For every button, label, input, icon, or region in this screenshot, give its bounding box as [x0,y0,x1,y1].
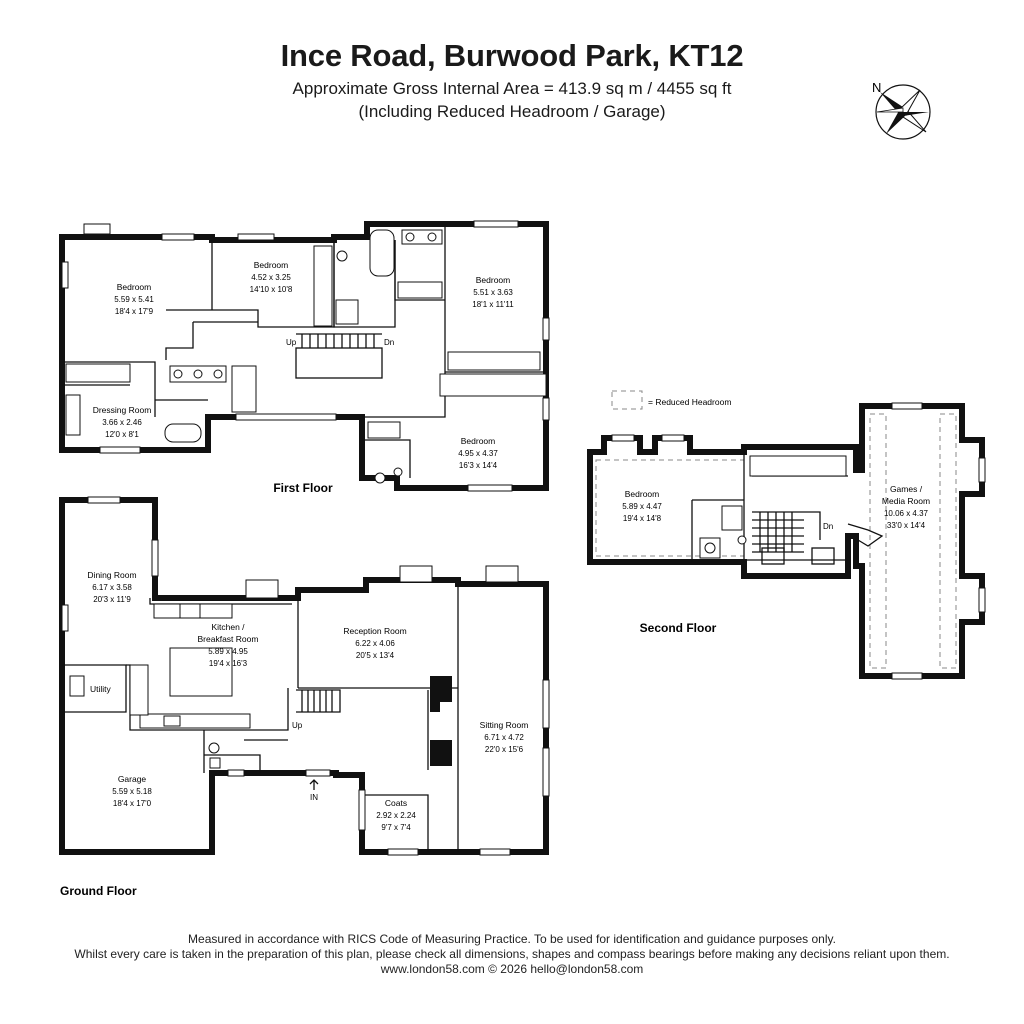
reduced-headroom-swatch [611,390,643,410]
gf-reception-room-metric: 6.22 x 4.06 [355,639,395,648]
gf-reception-room-imperial: 20'5 x 13'4 [356,651,395,660]
first-floor-label: First Floor [273,481,333,495]
gf-utility-name: Utility [90,684,112,694]
gf-reception-room-name: Reception Room [343,626,406,636]
gf-sitting-room-metric: 6.71 x 4.72 [484,733,524,742]
ff-bedroom-3-name: Bedroom [476,275,511,285]
second-floor-plan [587,402,986,680]
ff-stair-up-label: Up [286,338,297,347]
gf-stair-up-label: Up [292,721,303,730]
gf-coats-name: Coats [385,798,407,808]
gf-garage-imperial: 18'4 x 17'0 [113,799,152,808]
gf-coats-imperial: 9'7 x 7'4 [381,823,411,832]
gf-garage-metric: 5.59 x 5.18 [112,787,152,796]
entrance-label: IN [310,793,318,802]
footer-contact: www.london58.com © 2026 hello@london58.c… [380,962,644,976]
sf-games-room-imperial: 33'0 x 14'4 [887,521,926,530]
area-note: (Including Reduced Headroom / Garage) [358,102,666,121]
sf-stair-down-label: Dn [823,522,833,531]
plan-title: Ince Road, Burwood Park, KT12 [280,38,744,73]
ground-floor-label: Ground Floor [60,884,137,898]
gf-dining-room-metric: 6.17 x 3.58 [92,583,132,592]
footer-disclaimer-1: Measured in accordance with RICS Code of… [188,932,836,946]
gf-kitchen-name: Breakfast Room [198,634,259,644]
gf-sitting-room-imperial: 22'0 x 15'6 [485,745,524,754]
sf-bedroom-name: Bedroom [625,489,660,499]
sf-games-room-metric: 10.06 x 4.37 [884,509,929,518]
sf-games-room-name: Media Room [882,496,930,506]
compass-label: N [872,80,881,95]
second-floor-label: Second Floor [640,621,717,635]
gf-kitchen-line1: Kitchen / [211,622,245,632]
first-floor-plan [59,220,550,492]
ff-bedroom-2-metric: 4.52 x 3.25 [251,273,291,282]
ff-bedroom-1-name: Bedroom [117,282,152,292]
footer-disclaimer-2: Whilst every care is taken in the prepar… [74,947,950,961]
ff-bedroom-4-name: Bedroom [461,436,496,446]
sf-games-room-line1: Games / [890,484,923,494]
ff-bedroom-3-metric: 5.51 x 3.63 [473,288,513,297]
gf-coats-metric: 2.92 x 2.24 [376,811,416,820]
sf-bedroom-imperial: 19'4 x 14'8 [623,514,662,523]
gf-kitchen-metric: 5.89 x 4.95 [208,647,248,656]
ff-dressing-room-metric: 3.66 x 2.46 [102,418,142,427]
gf-sitting-room-name: Sitting Room [480,720,529,730]
ground-floor-plan [59,496,550,856]
area-line: Approximate Gross Internal Area = 413.9 … [292,79,732,98]
gf-kitchen-imperial: 19'4 x 16'3 [209,659,248,668]
ff-stair-down-label: Dn [384,338,394,347]
ff-bedroom-1-metric: 5.59 x 5.41 [114,295,154,304]
ff-dressing-room-imperial: 12'0 x 8'1 [105,430,139,439]
gf-garage-name: Garage [118,774,147,784]
ff-bedroom-4-imperial: 16'3 x 14'4 [459,461,498,470]
ff-bedroom-3-imperial: 18'1 x 11'11 [472,300,514,309]
ff-bedroom-4-metric: 4.95 x 4.37 [458,449,498,458]
gf-dining-room-imperial: 20'3 x 11'9 [93,595,131,604]
ff-bedroom-2-imperial: 14'10 x 10'8 [250,285,293,294]
ff-bedroom-1-imperial: 18'4 x 17'9 [115,307,154,316]
legend-label: = Reduced Headroom [648,397,731,407]
ff-dressing-room-name: Dressing Room [93,405,152,415]
compass-icon [875,84,931,140]
sf-bedroom-metric: 5.89 x 4.47 [622,502,662,511]
gf-dining-room-name: Dining Room [87,570,136,580]
ff-bedroom-2-name: Bedroom [254,260,289,270]
entrance-arrow-icon [309,779,319,790]
